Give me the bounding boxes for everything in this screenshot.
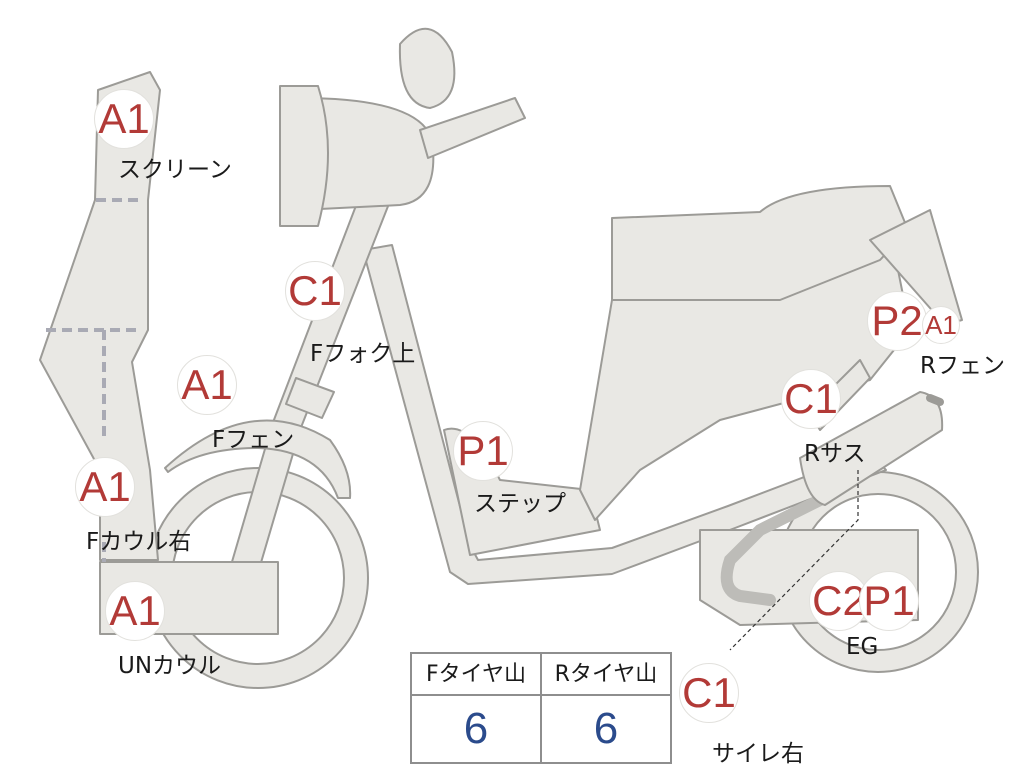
rear-tire-value: 6 — [593, 704, 619, 753]
muffler-right-label: サイレ右 — [712, 741, 804, 767]
front-cowl-right-label: Fカウル右 — [86, 529, 192, 555]
step-label: ステップ — [474, 491, 566, 517]
rear-fender-badge: P2 — [867, 291, 927, 351]
step-badge: P1 — [453, 421, 513, 481]
muffler-tip — [926, 394, 944, 406]
front-fork-top-label: Fフォク上 — [310, 341, 416, 367]
front-fender-label: Fフェン — [212, 427, 295, 453]
mirror — [398, 27, 456, 109]
screen-label: スクリーン — [118, 157, 232, 183]
front-fender — [164, 419, 352, 499]
tire-tread-table: Fタイヤ山 Rタイヤ山 6 6 — [410, 652, 672, 764]
front-cowl-right-badge: A1 — [75, 457, 135, 517]
rear-suspension-label: Rサス — [804, 441, 866, 467]
handlebar — [419, 97, 526, 159]
front-tire-header: Fタイヤ山 — [412, 654, 542, 696]
leader-line-suspension — [729, 470, 859, 651]
front-tire-value: 6 — [412, 696, 542, 762]
rear-fender-sub-badge: A1 — [922, 306, 960, 344]
rear-suspension-badge: C1 — [781, 369, 841, 429]
engine-label: EG — [846, 634, 879, 660]
screen-badge: A1 — [94, 89, 154, 149]
fork-clamp — [285, 377, 335, 419]
engine-p-badge: P1 — [859, 571, 919, 631]
under-cowl-badge: A1 — [105, 581, 165, 641]
exhaust-pipe — [720, 494, 826, 606]
front-fender-badge: A1 — [177, 355, 237, 415]
rear-fender-label: Rフェン — [920, 353, 1005, 379]
headlight — [279, 85, 329, 227]
under-cowl-label: UNカウル — [118, 653, 222, 679]
muffler-right-badge: C1 — [679, 663, 739, 723]
front-fork-top-badge: C1 — [285, 261, 345, 321]
front-cowl — [39, 71, 161, 561]
rear-tire-header: Rタイヤ山 — [542, 654, 670, 696]
